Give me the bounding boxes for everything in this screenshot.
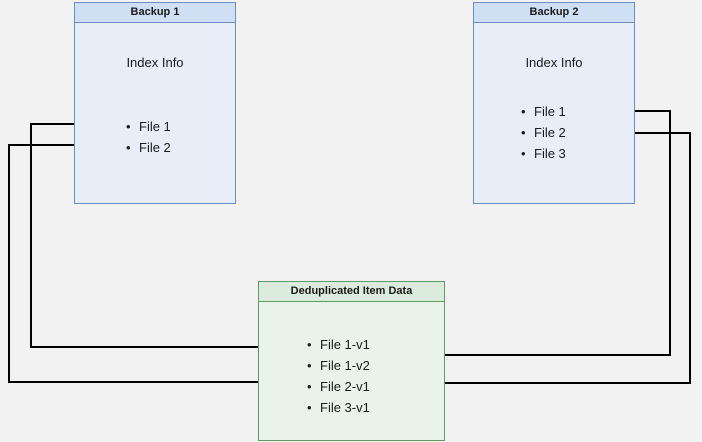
list-item: File 2	[518, 122, 566, 143]
connector-backup2-file1-to-file1v2	[395, 110, 671, 362]
backup-2-header: Backup 2	[474, 3, 634, 23]
connector-backup2-file2-to-file2v1	[395, 132, 691, 390]
backup-1-title: Index Info	[126, 55, 184, 70]
list-item: File 1	[518, 101, 566, 122]
list-item: File 3-v1	[304, 397, 370, 418]
list-item: File 1-v1	[304, 334, 370, 355]
backup-2-title: Index Info	[525, 55, 583, 70]
list-item: File 1-v2	[304, 355, 370, 376]
deduplicated-item-data-box: Deduplicated Item Data File 1-v1 File 1-…	[258, 281, 445, 441]
backup-1-header: Backup 1	[75, 3, 235, 23]
list-item: File 1	[123, 116, 171, 137]
list-item: File 3	[518, 143, 566, 164]
backup-1-file-list: File 1 File 2	[123, 116, 171, 158]
backup-2-box: Backup 2 Index Info File 1 File 2 File 3	[473, 2, 635, 204]
backup-2-file-list: File 1 File 2 File 3	[518, 101, 566, 164]
backup-1-box: Backup 1 Index Info File 1 File 2	[74, 2, 236, 204]
deduplicated-item-data-header: Deduplicated Item Data	[259, 282, 444, 302]
list-item: File 2	[123, 137, 171, 158]
connector-backup1-file2-to-file2v1	[8, 144, 299, 389]
deduplicated-file-list: File 1-v1 File 1-v2 File 2-v1 File 3-v1	[304, 334, 370, 418]
list-item: File 2-v1	[304, 376, 370, 397]
